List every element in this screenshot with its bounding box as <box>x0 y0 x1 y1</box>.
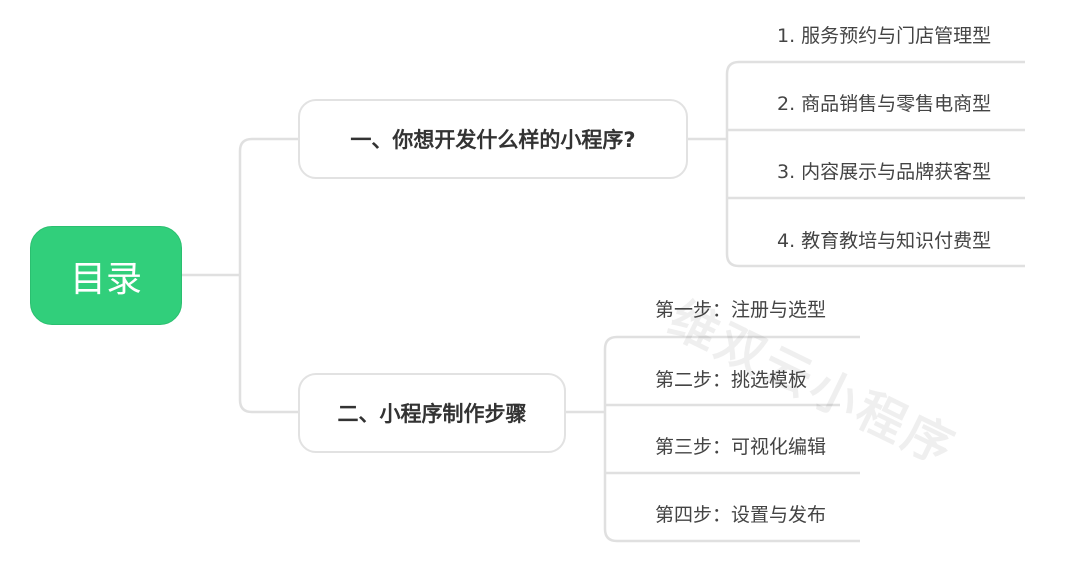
leaf-node[interactable]: 4. 教育教培与知识付费型 <box>777 230 992 252</box>
branch-node-steps[interactable]: 二、小程序制作步骤 <box>298 373 566 453</box>
leaf-node[interactable]: 第二步：挑选模板 <box>655 369 808 391</box>
leaf-node[interactable]: 第一步：注册与选型 <box>655 299 827 321</box>
leaf-node[interactable]: 2. 商品销售与零售电商型 <box>777 93 992 115</box>
root-label: 目录 <box>69 258 142 300</box>
branch-node-app-types[interactable]: 一、你想开发什么样的小程序? <box>298 99 688 179</box>
branch-label: 一、你想开发什么样的小程序? <box>350 128 636 152</box>
leaf-node[interactable]: 1. 服务预约与门店管理型 <box>777 25 992 47</box>
leaf-node[interactable]: 第四步：设置与发布 <box>655 504 827 526</box>
branch-label: 二、小程序制作步骤 <box>337 402 527 426</box>
leaf-node[interactable]: 3. 内容展示与品牌获客型 <box>777 161 992 183</box>
leaf-node[interactable]: 第三步：可视化编辑 <box>655 436 827 458</box>
root-node[interactable]: 目录 <box>30 226 182 325</box>
